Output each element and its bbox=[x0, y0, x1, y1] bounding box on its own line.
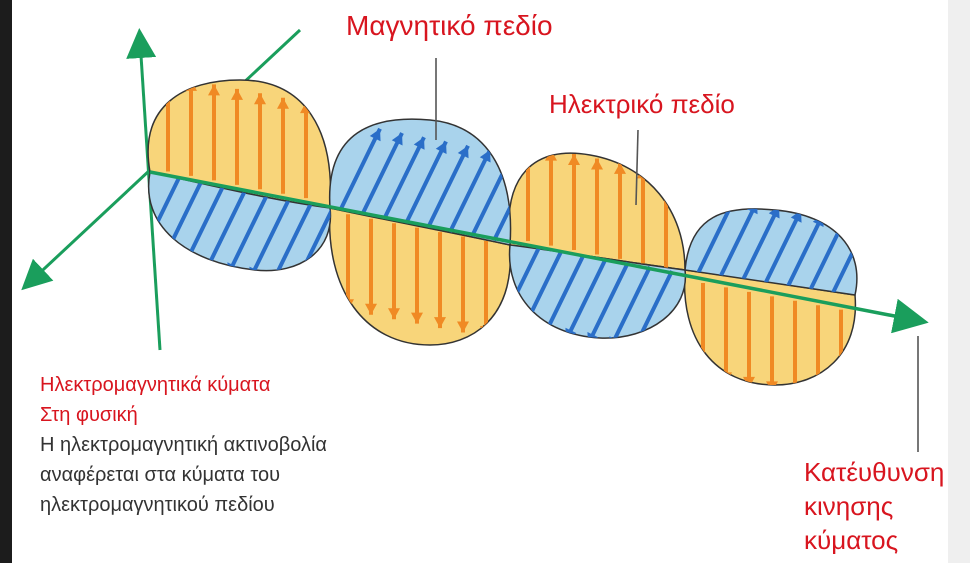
magnetic-field-label: Μαγνητικό πεδίο bbox=[346, 10, 553, 41]
magnetic-arrow bbox=[608, 265, 652, 339]
electric-arrow bbox=[277, 97, 289, 194]
magnetic-arrow bbox=[586, 261, 630, 339]
magnetic-arrow bbox=[715, 208, 759, 285]
magnetic-arrow bbox=[148, 174, 182, 259]
magnetic-arrow bbox=[360, 132, 404, 216]
caption-title: Ηλεκτρομαγνητικά κύματα bbox=[40, 374, 271, 396]
electric-arrow bbox=[411, 227, 423, 324]
right-edge-strip bbox=[948, 0, 970, 563]
magnetic-arrow bbox=[404, 140, 448, 225]
magnetic-arrow bbox=[426, 144, 470, 229]
electric-field-label: Ηλεκτρικό πεδίο bbox=[549, 89, 735, 119]
electric-arrow bbox=[231, 88, 243, 185]
magnetic-arrow bbox=[448, 149, 492, 233]
electric-arrow bbox=[793, 300, 797, 385]
caption-body-line: ηλεκτρομαγνητικού πεδίου bbox=[40, 494, 275, 516]
magnetic-arrow bbox=[825, 222, 857, 295]
electric-leader-line bbox=[635, 129, 639, 206]
electric-arrow bbox=[614, 162, 626, 259]
electric-arrow bbox=[816, 305, 820, 385]
direction-label-line: κινησης bbox=[804, 491, 894, 521]
direction-label-line: Κατέυθυνση bbox=[804, 457, 945, 487]
electric-arrow bbox=[388, 223, 400, 320]
electric-arrow bbox=[766, 296, 778, 385]
caption-body-line: αναφέρεται στα κύματα του bbox=[40, 464, 280, 486]
electric-arrow bbox=[208, 84, 220, 181]
caption-body-line: Η ηλεκτρομαγνητική ακτινοβολία bbox=[40, 434, 327, 456]
magnetic-arrow bbox=[292, 204, 331, 271]
propagation-axis bbox=[149, 170, 929, 334]
magnetic-arrow bbox=[509, 245, 542, 329]
electric-arrow bbox=[568, 154, 580, 251]
electric-arrow bbox=[457, 236, 469, 333]
caption-block: Ηλεκτρομαγνητικά κύματα Στη φυσική Η ηλε… bbox=[40, 370, 327, 520]
magnetic-arrow bbox=[382, 136, 426, 221]
electric-arrow bbox=[365, 218, 377, 315]
caption-subtitle: Στη φυσική bbox=[40, 404, 138, 426]
electric-arrow bbox=[254, 93, 266, 190]
direction-label-line: κύματος bbox=[804, 525, 899, 555]
magnetic-arrow bbox=[270, 200, 314, 271]
electric-arrow bbox=[434, 232, 446, 329]
magnetic-arrow bbox=[630, 270, 674, 339]
electric-arrow bbox=[591, 158, 603, 255]
magnetic-arrow bbox=[492, 157, 511, 242]
magnetic-arrow bbox=[338, 127, 382, 212]
left-edge-strip bbox=[0, 0, 12, 563]
direction-label: Κατέυθυνση κινησης κύματος bbox=[804, 455, 944, 557]
